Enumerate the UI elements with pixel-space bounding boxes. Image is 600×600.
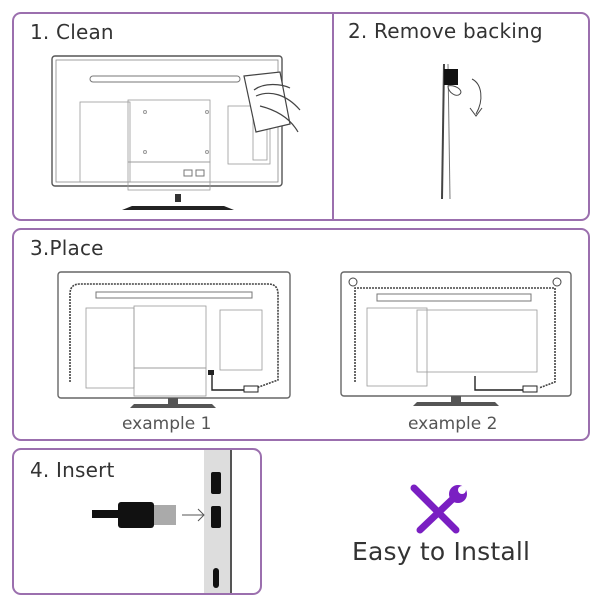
step-3-panel: 3.Place example 1 example 2 [12, 228, 590, 441]
step-1-title: 1. Clean [30, 20, 114, 44]
step-2-title: 2. Remove backing [348, 19, 543, 43]
example-1-caption: example 1 [122, 414, 212, 434]
step-2-panel: 2. Remove backing [332, 12, 590, 221]
easy-to-install-label: Easy to Install [352, 537, 531, 566]
tv-example-2-illustration [340, 271, 572, 406]
tv-cleaning-illustration [51, 55, 301, 210]
tools-icon [410, 484, 467, 534]
step-4-title: 4. Insert [30, 458, 115, 482]
step-1-panel: 1. Clean [12, 12, 334, 221]
step-4-panel: 4. Insert [12, 448, 262, 595]
tv-example-1-illustration [57, 271, 291, 408]
example-2-caption: example 2 [408, 414, 498, 434]
usb-insert-illustration [92, 472, 221, 588]
step-3-title: 3.Place [30, 236, 104, 260]
strip-backing-illustration [441, 63, 483, 200]
